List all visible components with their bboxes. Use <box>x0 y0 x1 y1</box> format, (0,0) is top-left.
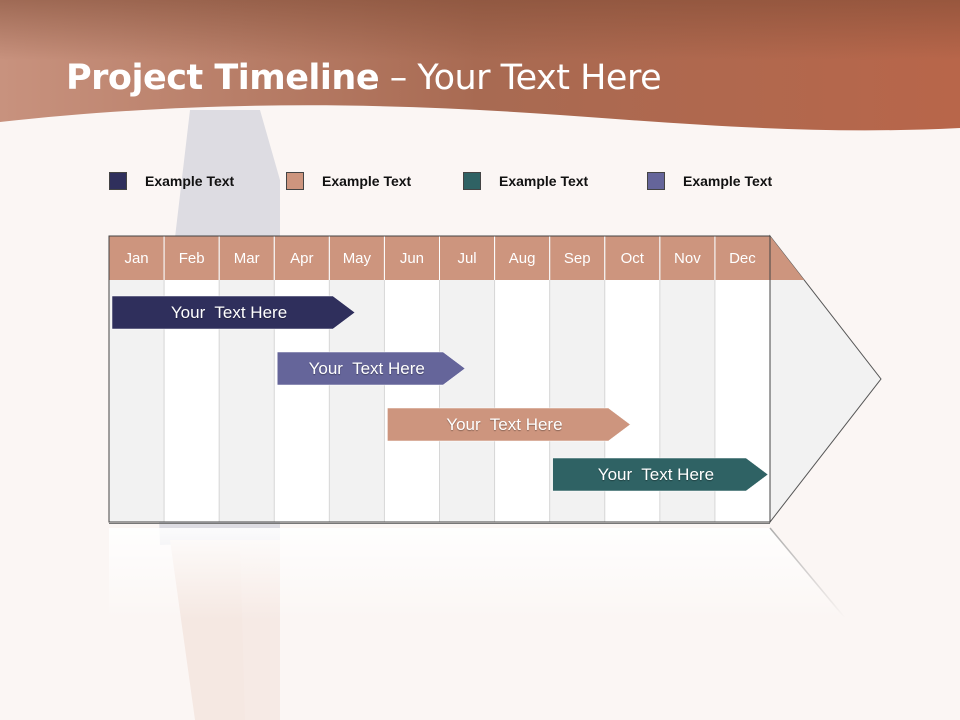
month-header-cell <box>659 236 715 280</box>
month-column <box>494 280 550 522</box>
legend-label: Example Text <box>683 173 773 189</box>
timeline-border <box>108 235 771 523</box>
task-label: Your Text Here <box>597 465 715 484</box>
month-label-jul: Jul <box>457 250 477 267</box>
legend-item-2: Example Text <box>286 170 411 192</box>
month-header-cell <box>109 236 165 280</box>
month-header-cell <box>714 236 770 280</box>
month-label-nov: Nov <box>674 250 701 267</box>
legend-swatch <box>647 172 665 190</box>
month-label-apr: Apr <box>290 250 314 267</box>
month-column <box>439 280 495 522</box>
month-header-cell <box>439 236 495 280</box>
month-header-cell <box>219 236 275 280</box>
month-label-sep: Sep <box>563 250 591 267</box>
month-header-cell <box>164 236 220 280</box>
task-arrow <box>552 457 769 492</box>
legend-label: Example Text <box>322 173 412 189</box>
header-banner <box>0 0 960 131</box>
month-label-aug: Aug <box>508 250 536 267</box>
task-label: Your Text Here <box>170 303 288 322</box>
month-header-cell <box>274 236 330 280</box>
task-label: Your Text Here <box>446 415 563 434</box>
title-rest: – Your Text Here <box>379 58 662 98</box>
month-header-cell <box>329 236 385 280</box>
task-arrow <box>277 351 466 386</box>
month-header-cell <box>384 236 440 280</box>
legend-swatch <box>286 172 304 190</box>
legend-label: Example Text <box>499 173 589 189</box>
month-header-cell <box>549 236 605 280</box>
page-title: Project Timeline – Your Text Here <box>66 58 662 98</box>
month-label-mar: Mar <box>233 250 260 267</box>
month-column <box>384 280 440 522</box>
task-arrow <box>111 295 356 330</box>
month-label-jan: Jan <box>124 250 149 267</box>
reflection-edge <box>769 527 846 619</box>
month-label-jun: Jun <box>399 250 425 267</box>
reflection <box>109 528 845 620</box>
legend-item-4: Example Text <box>647 170 772 192</box>
task-arrow <box>387 407 631 442</box>
legend-swatch <box>109 172 127 190</box>
title-bold: Project Timeline <box>66 58 380 98</box>
month-label-dec: Dec <box>729 250 756 267</box>
timeline-arrow-header <box>770 236 805 280</box>
legend-item-3: Example Text <box>463 170 588 192</box>
legend-label: Example Text <box>145 173 235 189</box>
month-header-cell <box>494 236 550 280</box>
month-label-feb: Feb <box>178 250 205 267</box>
legend-item-1: Example Text <box>109 170 234 192</box>
month-label-may: May <box>342 250 372 267</box>
task-label: Your Text Here <box>308 359 425 378</box>
month-header-cell <box>604 236 660 280</box>
month-label-oct: Oct <box>620 250 644 267</box>
legend-swatch <box>463 172 481 190</box>
